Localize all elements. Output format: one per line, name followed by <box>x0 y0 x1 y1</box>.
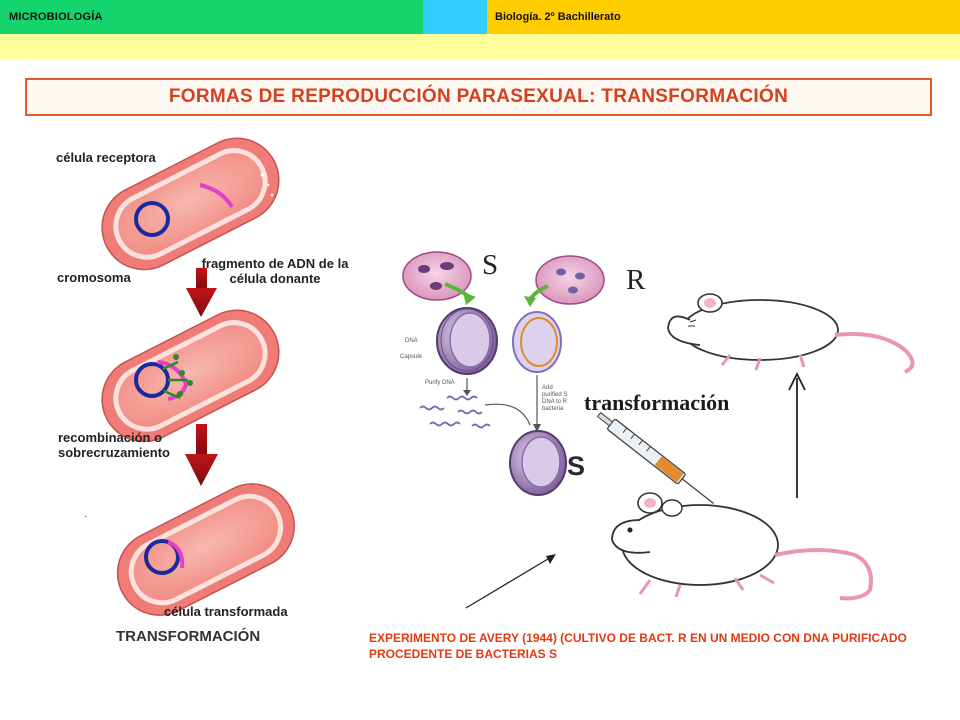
header-band <box>0 34 960 59</box>
label-dna-fragment: fragmento de ADN de la célula donante <box>201 256 349 286</box>
transformation-label: transformación <box>584 390 730 415</box>
transformed-s-bacterium <box>509 430 567 496</box>
label-dna-small: DNA <box>405 338 418 344</box>
pointer-arrow <box>465 555 554 609</box>
strain-s-label: S <box>482 249 499 281</box>
chromosome-1 <box>134 201 170 237</box>
syringe-icon <box>596 411 715 504</box>
crossover-marks <box>162 360 188 400</box>
s-bacterium <box>436 307 498 375</box>
red-arrow-1 <box>186 268 217 317</box>
label-transformed-cell: célula transformada <box>164 604 288 619</box>
header-bar-green <box>0 0 423 34</box>
donor-dna-fragment <box>199 183 234 209</box>
strain-r-label: R <box>626 264 646 296</box>
red-arrow-2 <box>185 424 218 486</box>
mouse-dead <box>667 293 915 374</box>
header-bar-yellow <box>487 0 960 34</box>
purified-dna <box>419 395 491 429</box>
transformed-cell <box>116 483 295 616</box>
mouse-alive <box>611 492 873 601</box>
result-s-label: S <box>567 451 586 481</box>
receptor-cell <box>101 137 280 271</box>
label-recombination: recombinación o sobrecruzamiento <box>58 430 170 460</box>
label-chromosome: cromosoma <box>57 270 131 285</box>
header-bar-cyan <box>423 0 487 34</box>
petri-dish-r <box>535 255 605 305</box>
label-add-purified: Add purified S DNA to R bacteria <box>542 385 568 412</box>
svg-text:·: · <box>84 511 87 522</box>
left-diagram-caption: TRANSFORMACIÓN <box>116 628 261 645</box>
subject-label: MICROBIOLOGÍA <box>9 11 103 23</box>
r-bacterium <box>512 311 562 373</box>
experiment-caption: EXPERIMENTO DE AVERY (1944) (CULTIVO DE … <box>369 631 907 661</box>
recombining-cell <box>101 309 280 443</box>
label-purify-dna: Purify DNA <box>425 380 455 386</box>
course-label: Biología. 2º Bachillerato <box>495 11 621 23</box>
title-box: FORMAS DE REPRODUCCIÓN PARASEXUAL: TRANS… <box>25 78 932 116</box>
page-title: FORMAS DE REPRODUCCIÓN PARASEXUAL: TRANS… <box>168 86 789 107</box>
label-receptor-cell: célula receptora <box>56 150 156 165</box>
label-capsule-small: Capsule <box>400 354 423 360</box>
chromosome-3 <box>144 539 180 575</box>
